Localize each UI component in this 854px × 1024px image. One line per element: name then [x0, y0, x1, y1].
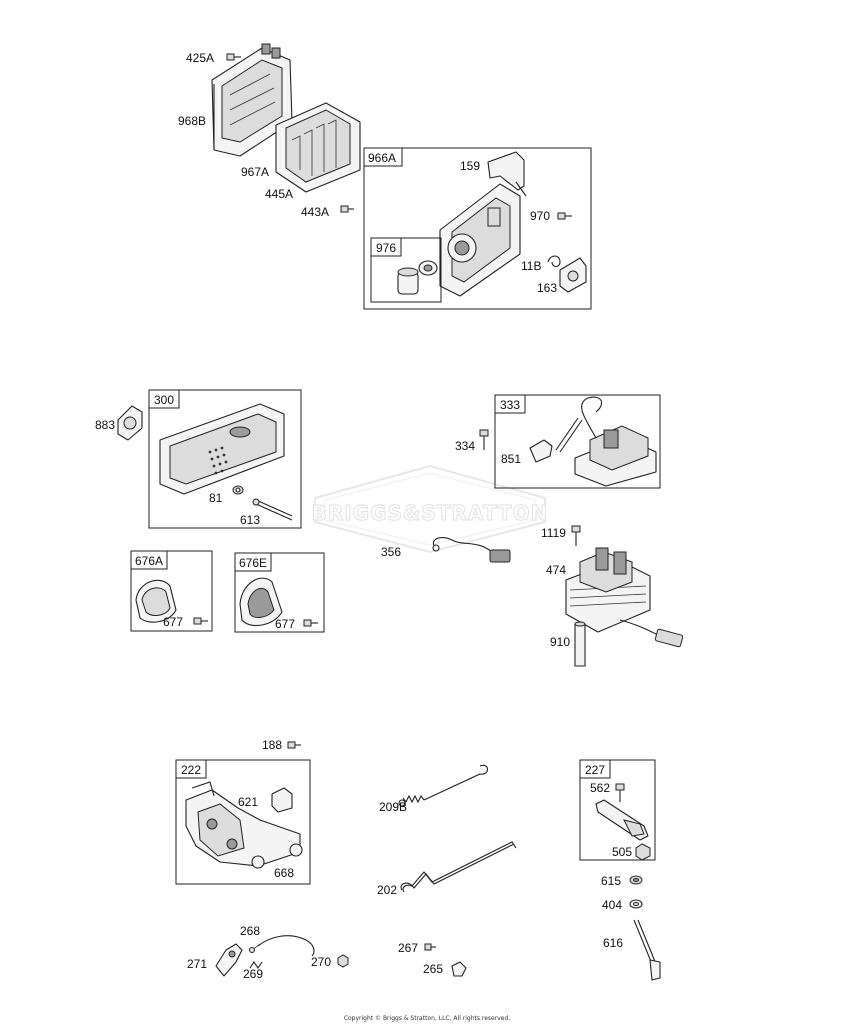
box-966A: 966A 976 [363, 147, 592, 310]
label-269: 269 [243, 967, 263, 981]
label-668: 668 [274, 866, 294, 880]
label-505: 505 [612, 845, 632, 859]
box-676A: 676A 677 [130, 550, 213, 632]
box-label-222: 222 [181, 763, 201, 777]
label-445A: 445A [265, 187, 293, 201]
label-621: 621 [238, 795, 258, 809]
washer-81 [232, 485, 244, 495]
label-677b: 677 [275, 617, 295, 631]
label-270: 270 [311, 955, 331, 969]
label-910: 910 [550, 635, 570, 649]
spring-269 [249, 961, 263, 969]
copyright-notice: Copyright © Briggs & Stratton, LLC. All … [344, 1015, 510, 1022]
box-333: 333 851 [494, 394, 661, 489]
label-562: 562 [590, 781, 610, 795]
label-209B: 209B [379, 800, 407, 814]
muffler-guard-676A [135, 579, 177, 623]
ignition-module-474 [565, 547, 684, 648]
label-267: 267 [398, 941, 418, 955]
wire-356 [432, 537, 511, 563]
spacer-910 [574, 621, 586, 667]
label-970: 970 [530, 209, 550, 223]
governor-shaft-616 [633, 919, 661, 981]
clip-265 [451, 961, 467, 977]
nut-505 [635, 843, 651, 861]
box-222: 222 621 668 [175, 759, 311, 885]
clip-621 [271, 787, 293, 813]
air-filter-445A [275, 102, 361, 193]
clip-11B [547, 255, 561, 268]
briggs-stratton-watermark-logo: BRIGGS&STRATTON [311, 464, 549, 554]
screw-443A [340, 205, 354, 213]
label-202: 202 [377, 883, 397, 897]
muffler-guard-676E [239, 577, 283, 627]
muffler-300 [159, 403, 285, 495]
box-label-333: 333 [500, 398, 520, 412]
screw-677b [303, 619, 318, 627]
screw-334 [479, 429, 489, 450]
label-334: 334 [455, 439, 475, 453]
label-615: 615 [601, 874, 621, 888]
label-425A: 425A [186, 51, 214, 65]
screw-267 [424, 943, 436, 951]
bushing-615 [629, 875, 643, 885]
stud-613 [252, 498, 293, 521]
box-label-966A: 966A [368, 151, 396, 165]
washer-404 [629, 899, 643, 909]
screw-970 [557, 212, 572, 220]
box-227: 227 562 505 [579, 759, 656, 861]
label-163: 163 [537, 281, 557, 295]
nut-270 [337, 954, 349, 968]
label-404: 404 [602, 898, 622, 912]
box-300: 300 81 613 [148, 389, 302, 529]
label-271: 271 [187, 957, 207, 971]
box-label-227: 227 [585, 763, 605, 777]
breather-976 [397, 260, 438, 295]
label-356: 356 [381, 545, 401, 559]
label-967A: 967A [241, 165, 269, 179]
label-613: 613 [240, 513, 260, 527]
control-bracket-222 [185, 781, 303, 869]
ignition-armature-333 [555, 396, 657, 487]
label-443A: 443A [301, 205, 329, 219]
lever-227 [595, 799, 649, 841]
label-265: 265 [423, 962, 443, 976]
label-883: 883 [95, 418, 115, 432]
box-label-676E: 676E [239, 556, 267, 570]
screw-562 [615, 783, 625, 802]
throttle-lever-271 [215, 943, 243, 977]
air-cleaner-base-966A [439, 183, 521, 297]
label-159: 159 [460, 159, 480, 173]
label-1119: 1119 [541, 526, 566, 540]
label-81: 81 [209, 491, 223, 505]
box-label-676A: 676A [135, 554, 163, 568]
label-188: 188 [262, 738, 282, 752]
bracket-159 [487, 151, 527, 197]
gasket-883 [117, 405, 143, 441]
air-cleaner-group: 425A 968B 967A 445A 443A [178, 43, 361, 219]
label-677a: 677 [163, 615, 183, 629]
screw-425A [226, 53, 241, 61]
governor-spring-209B [398, 764, 489, 807]
governor-link-202 [400, 841, 517, 893]
box-label-300: 300 [154, 393, 174, 407]
connector-851 [529, 439, 553, 463]
screw-188 [287, 741, 301, 749]
label-11B: 11B [521, 259, 541, 273]
label-474: 474 [546, 563, 566, 577]
label-616: 616 [603, 936, 623, 950]
air-cleaner-cover-968B [211, 43, 293, 157]
label-268: 268 [240, 924, 260, 938]
box-label-976: 976 [376, 241, 396, 255]
gasket-163 [559, 257, 587, 293]
cable-268 [249, 935, 315, 957]
screw-1119 [571, 525, 581, 546]
watermark-text: BRIGGS&STRATTON [312, 501, 549, 525]
box-676E: 676E 677 [234, 552, 325, 633]
screw-677a [193, 617, 208, 625]
label-851: 851 [501, 452, 521, 466]
label-968B: 968B [178, 114, 206, 128]
